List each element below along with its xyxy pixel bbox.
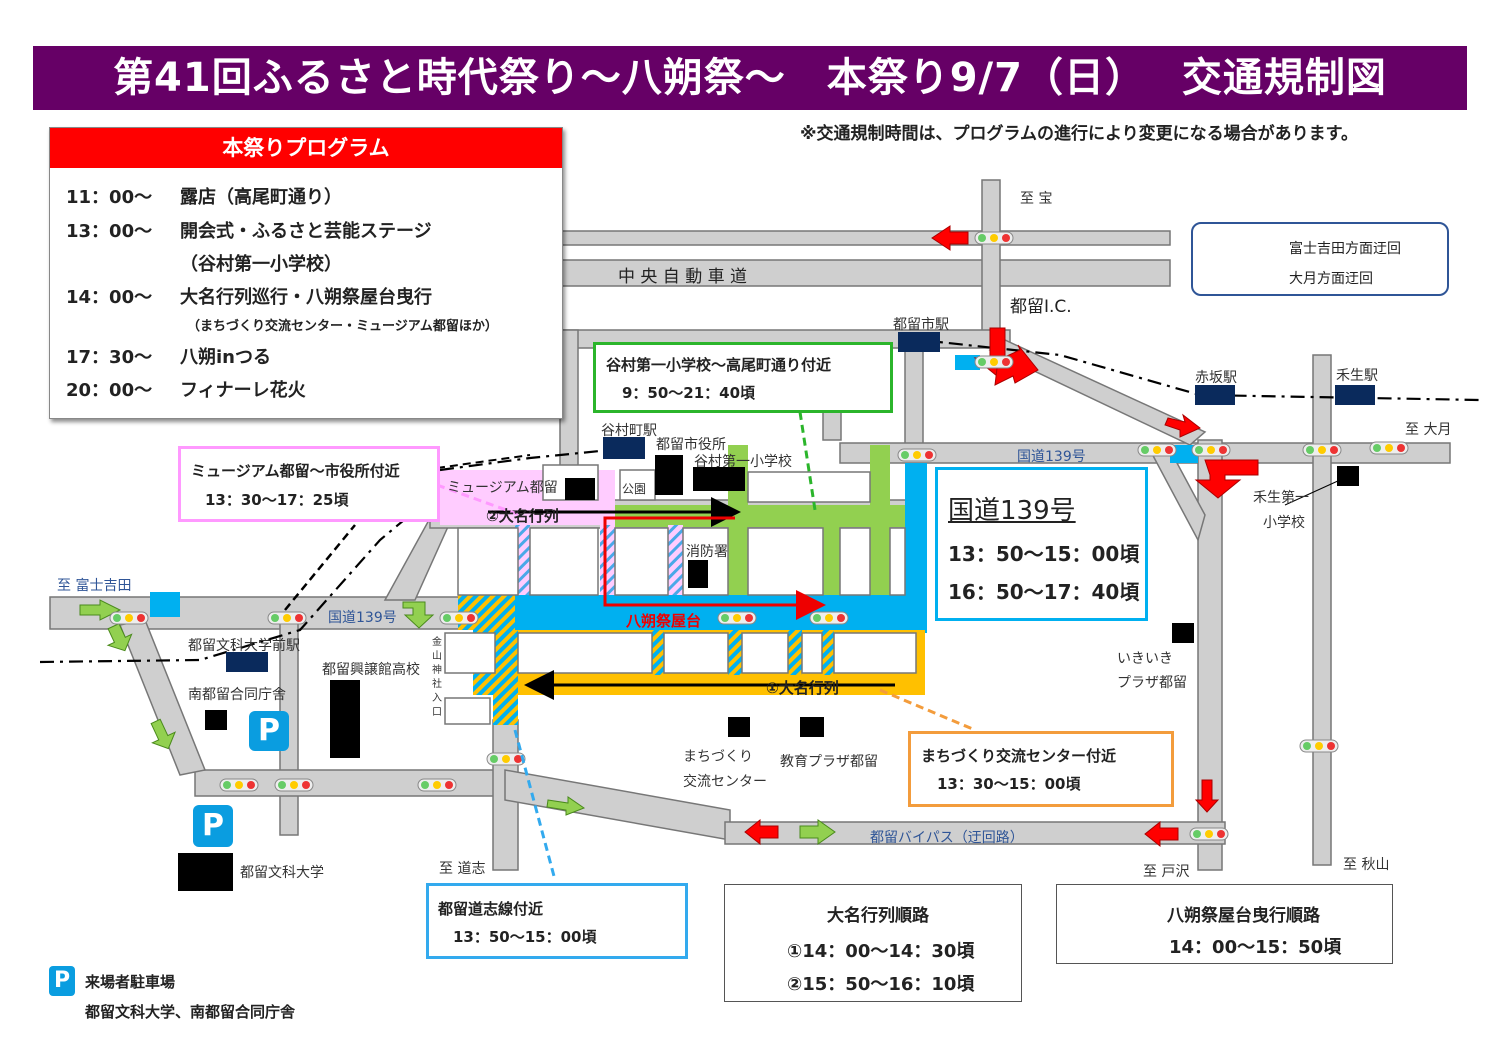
program-desc: 露店（高尾町通り） bbox=[180, 187, 342, 208]
zone-time: 13：50〜15：00頃 bbox=[453, 928, 597, 946]
zone-time: 13：30〜17：25頃 bbox=[205, 491, 349, 509]
daimyo-legend: 大名行列順路 ①14：00〜14：30頃 ②15：50〜16：10頃 bbox=[724, 884, 1022, 1002]
zone-tanimura-box: 谷村第一小学校〜高尾町通り付近 9：50〜21：40頃 bbox=[593, 342, 893, 413]
label-machizukuri-1: まちづくり bbox=[683, 749, 753, 765]
label-kasei-school: 禾生第一 bbox=[1253, 490, 1309, 506]
zone-title: 谷村第一小学校〜高尾町通り付近 bbox=[606, 356, 832, 374]
parking-title: 来場者駐車場 bbox=[85, 973, 176, 991]
label-minami-office: 南都留合同庁舎 bbox=[188, 687, 286, 703]
zone-machizukuri-box: まちづくり交流センター付近 13：30〜15：00頃 bbox=[908, 731, 1174, 807]
zone-title: ミュージアム都留〜市役所付近 bbox=[191, 462, 400, 480]
program-time: 20：00〜 bbox=[66, 380, 153, 401]
program-desc: 開会式・ふるさと芸能ステージ bbox=[180, 221, 432, 242]
parking-places: 都留文科大学、南都留合同庁舎 bbox=[85, 1003, 296, 1021]
label-to-otsuki: 至 大月 bbox=[1405, 422, 1452, 438]
program-time: 17：30〜 bbox=[66, 347, 153, 368]
zone-title: 国道139号 bbox=[948, 496, 1076, 526]
label-tanimura-school: 谷村第一小学校 bbox=[694, 454, 792, 470]
label-to-tozawa: 至 戸沢 bbox=[1143, 864, 1190, 880]
label-ikiiki-1: いきいき bbox=[1117, 651, 1173, 667]
notice-text: ※交通規制時間は、プログラムの進行により変更になる場合があります。 bbox=[800, 124, 1358, 144]
zone-michishi-box: 都留道志線付近 13：50〜15：00頃 bbox=[426, 883, 688, 959]
label-tsuru-ic: 都留I.C. bbox=[1010, 297, 1072, 317]
label-route139-east: 国道139号 bbox=[1017, 449, 1086, 465]
label-park: 公園 bbox=[622, 482, 647, 496]
program-desc: 八朔inつる bbox=[180, 347, 271, 368]
zone-title: まちづくり交流センター付近 bbox=[921, 747, 1117, 765]
program-desc: （谷村第一小学校） bbox=[180, 254, 342, 275]
zone-time: 13：30〜15：00頃 bbox=[937, 775, 1081, 793]
program-time: 13：00〜 bbox=[66, 221, 153, 242]
program-heading: 本祭りプログラム bbox=[50, 128, 562, 168]
zone-time-1: 13：50〜15：00頃 bbox=[948, 542, 1140, 566]
program-time: 11：00〜 bbox=[66, 187, 153, 208]
label-machizukuri-2: 交流センター bbox=[683, 774, 767, 790]
label-tanimura-station: 谷村町駅 bbox=[601, 423, 657, 439]
label-kasei-station: 禾生駅 bbox=[1336, 368, 1378, 384]
program-desc: （まちづくり交流センター・ミュージアム都留ほか） bbox=[187, 319, 498, 334]
program-desc: 大名行列巡行・八朔祭屋台曳行 bbox=[180, 287, 432, 308]
label-to-akiyama: 至 秋山 bbox=[1343, 857, 1390, 873]
program-desc: フィナーレ花火 bbox=[180, 380, 306, 401]
label-to-fujiyoshida: 至 富士吉田 bbox=[57, 578, 132, 594]
label-expressway: 中 央 自 動 車 道 bbox=[618, 267, 748, 287]
daimyo-legend-time-1: ①14：00〜14：30頃 bbox=[787, 941, 975, 962]
label-kokan-hs: 都留興譲館高校 bbox=[322, 662, 420, 678]
yatai-legend-time: 14：00〜15：50頃 bbox=[1169, 937, 1342, 958]
parking-marker-minami: P bbox=[249, 711, 289, 751]
label-to-takara: 至 宝 bbox=[1020, 191, 1053, 207]
label-daimyo-2: ②大名行列 bbox=[486, 507, 559, 525]
parking-icon: P bbox=[49, 966, 75, 996]
zone-time-2: 16：50〜17：40頃 bbox=[948, 580, 1140, 604]
zone-time: 9：50〜21：40頃 bbox=[622, 384, 756, 402]
label-kyoiku-plaza: 教育プラザ都留 bbox=[780, 754, 878, 770]
zone-title: 都留道志線付近 bbox=[438, 900, 544, 918]
label-museum: ミュージアム都留 bbox=[447, 480, 558, 496]
yatai-legend-title: 八朔祭屋台曳行順路 bbox=[1167, 906, 1320, 926]
label-bunka-mae-station: 都留文科大学前駅 bbox=[188, 638, 300, 654]
parking-marker-bunka: P bbox=[193, 805, 233, 847]
label-to-doshi: 至 道志 bbox=[439, 861, 486, 877]
label-fire-station: 消防署 bbox=[686, 544, 728, 560]
detour-red-label: 富士吉田方面迂回 bbox=[1289, 241, 1401, 257]
label-bypass: 都留バイパス（迂回路） bbox=[870, 830, 1024, 846]
label-ikiiki-2: プラザ都留 bbox=[1117, 675, 1187, 691]
zone-museum-box: ミュージアム都留〜市役所付近 13：30〜17：25頃 bbox=[178, 446, 440, 522]
daimyo-legend-time-2: ②15：50〜16：10頃 bbox=[787, 974, 975, 995]
label-route139-west: 国道139号 bbox=[328, 610, 397, 626]
label-tsurushi-station: 都留市駅 bbox=[893, 317, 949, 333]
label-city-hall: 都留市役所 bbox=[656, 437, 726, 453]
label-daimyo-1: ①大名行列 bbox=[766, 679, 839, 697]
page-title: 第41回ふるさと時代祭り〜八朔祭〜 本祭り9/7（日） 交通規制図 bbox=[33, 46, 1467, 110]
label-yatai: 八朔祭屋台 bbox=[626, 612, 702, 630]
label-kanayama: 金山神社入口 bbox=[432, 637, 442, 718]
label-kasei-school-2: 小学校 bbox=[1263, 515, 1305, 531]
yatai-legend: 八朔祭屋台曳行順路 14：00〜15：50頃 bbox=[1056, 884, 1393, 964]
label-bunka-univ: 都留文科大学 bbox=[240, 865, 324, 881]
label-akasaka-station: 赤坂駅 bbox=[1195, 370, 1237, 386]
program-panel: 本祭りプログラム 11：00〜 露店（高尾町通り） 13：00〜 開会式・ふるさ… bbox=[49, 127, 563, 419]
zone-route139-box: 国道139号 13：50〜15：00頃 16：50〜17：40頃 bbox=[935, 467, 1148, 621]
detour-green-label: 大月方面迂回 bbox=[1289, 271, 1373, 287]
daimyo-legend-title: 大名行列順路 bbox=[827, 906, 929, 926]
detour-legend: 富士吉田方面迂回 大月方面迂回 bbox=[1191, 222, 1449, 296]
program-time: 14：00〜 bbox=[66, 287, 153, 308]
